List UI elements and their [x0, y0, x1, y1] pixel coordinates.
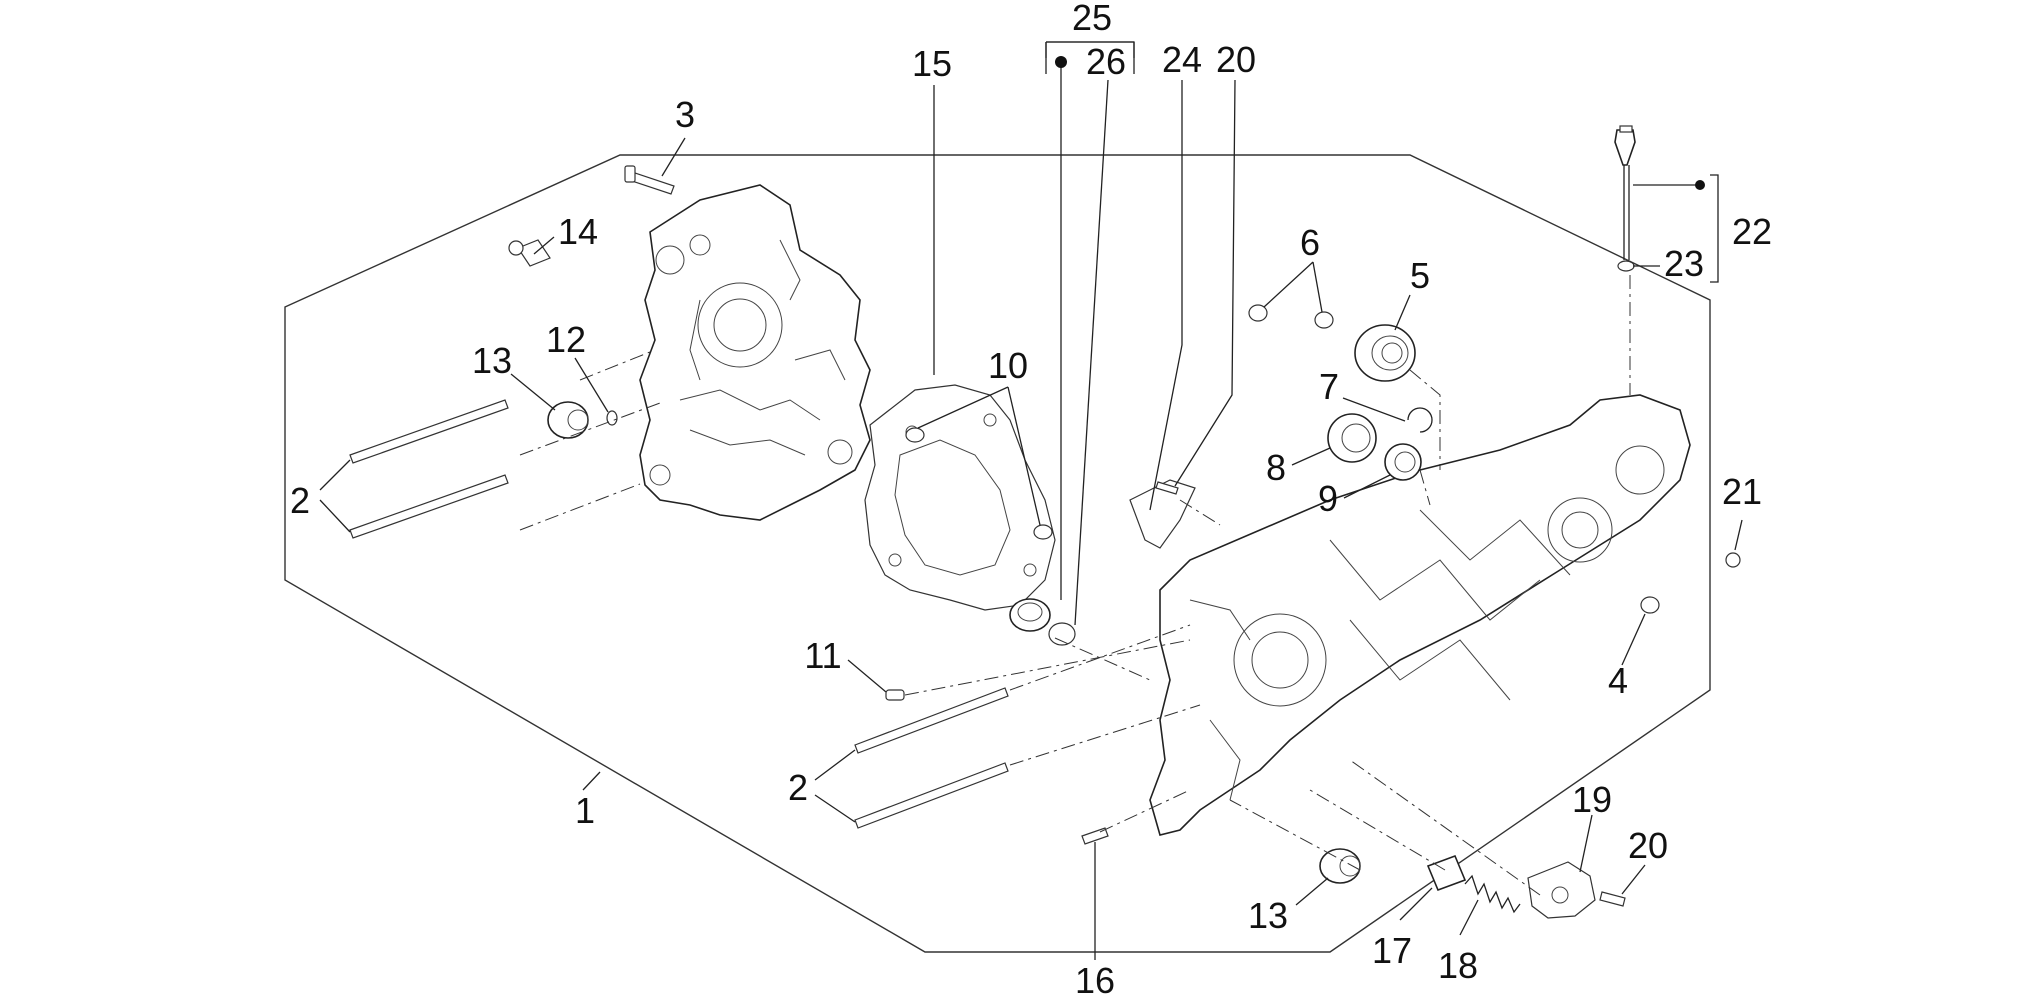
callout-20-top[interactable]: 20 [1216, 39, 1256, 80]
callout-24[interactable]: 24 [1162, 39, 1202, 80]
screw-top[interactable] [1155, 481, 1179, 495]
bearing[interactable] [1327, 413, 1377, 463]
callout-14[interactable]: 14 [558, 211, 598, 252]
stud-bolts-left[interactable] [349, 399, 509, 539]
leader-lines [319, 41, 1743, 960]
stud-bolts-right[interactable] [854, 687, 1009, 829]
callout-7[interactable]: 7 [1319, 366, 1339, 407]
assembly-outline [284, 154, 1711, 953]
small-pin[interactable] [606, 410, 618, 426]
callout-26[interactable]: 26 [1086, 41, 1126, 82]
callout-22[interactable]: 22 [1732, 211, 1772, 252]
callout-16[interactable]: 16 [1075, 960, 1115, 1001]
callout-5[interactable]: 5 [1410, 255, 1430, 296]
callout-19[interactable]: 19 [1572, 779, 1612, 820]
dowel-pin[interactable] [508, 239, 551, 267]
dipstick[interactable] [1614, 125, 1636, 272]
callout-11[interactable]: 11 [804, 635, 841, 676]
circlip[interactable] [1407, 407, 1433, 433]
small-pin-right[interactable] [1725, 552, 1741, 568]
callout-10[interactable]: 10 [988, 345, 1028, 386]
callout-4[interactable]: 4 [1608, 660, 1628, 701]
callout-15[interactable]: 15 [912, 43, 952, 84]
pin[interactable] [885, 689, 905, 701]
callout-2-right[interactable]: 2 [788, 767, 808, 808]
tensioner-plate[interactable] [1527, 861, 1596, 919]
bracket[interactable] [1129, 479, 1196, 549]
callout-1[interactable]: 1 [575, 790, 595, 831]
callout-20-bottom[interactable]: 20 [1628, 825, 1668, 866]
alignment-lines [519, 275, 1631, 896]
callout-8[interactable]: 8 [1266, 447, 1286, 488]
bearing-large[interactable] [1354, 324, 1416, 382]
callout-6[interactable]: 6 [1300, 222, 1320, 263]
bushing-left[interactable] [547, 401, 589, 439]
kit-marker-dot [1055, 56, 1067, 68]
callout-3[interactable]: 3 [675, 94, 695, 135]
callout-25[interactable]: 25 [1072, 0, 1112, 38]
dowels[interactable] [905, 427, 1053, 540]
callout-2-left[interactable]: 2 [290, 480, 310, 521]
bushing-right[interactable] [1319, 848, 1361, 884]
kit-marker-dot-22 [1695, 180, 1705, 190]
callout-23[interactable]: 23 [1664, 243, 1704, 284]
callout-13-right[interactable]: 13 [1248, 895, 1288, 936]
gasket[interactable] [864, 384, 1056, 611]
spacer[interactable] [1426, 854, 1467, 892]
spring[interactable] [1464, 874, 1521, 914]
dowel[interactable] [1640, 596, 1660, 614]
filter-cap[interactable] [1009, 598, 1076, 646]
callout-12[interactable]: 12 [546, 319, 586, 360]
left-crankcase-half[interactable] [639, 184, 871, 521]
dowels-top[interactable] [1248, 304, 1334, 329]
callout-9[interactable]: 9 [1318, 478, 1338, 519]
callout-17[interactable]: 17 [1372, 930, 1412, 971]
callout-18[interactable]: 18 [1438, 945, 1478, 986]
bolt[interactable] [624, 165, 675, 195]
screw[interactable] [1081, 827, 1109, 845]
callouts: 1 2 2 3 4 5 6 7 8 9 10 11 12 13 13 14 15… [290, 0, 1772, 1001]
callout-21[interactable]: 21 [1722, 471, 1762, 512]
bracket-25 [1045, 41, 1135, 74]
callout-13-left[interactable]: 13 [472, 340, 512, 381]
right-crankcase-half[interactable] [1149, 394, 1691, 836]
screw-bottom[interactable] [1599, 891, 1626, 907]
oil-seal[interactable] [1384, 443, 1422, 481]
